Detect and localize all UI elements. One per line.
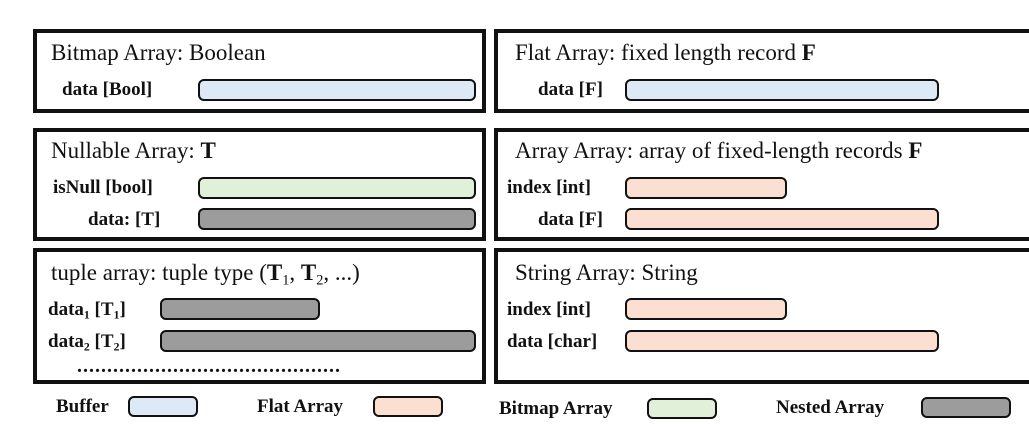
nested-bar <box>198 208 476 230</box>
array-array-title-type: F <box>908 138 923 163</box>
flat-array-bar <box>625 208 939 230</box>
bitmap-data-label: data [Bool] <box>62 79 153 100</box>
tuple-data2-label: data2 [T2] <box>48 331 126 354</box>
arrayarray-data-label: data [F] <box>538 209 603 230</box>
nullable-array-title: Nullable Array: T <box>51 139 216 162</box>
tuple-data1-t: T <box>100 299 114 320</box>
nullable-array-title-text: Nullable Array: <box>51 138 201 163</box>
flat-array-bar <box>625 298 787 320</box>
tuple-data1-close: ] <box>119 299 126 320</box>
legend-nested-label: Nested Array <box>776 397 885 418</box>
array-array-panel: Array Array: array of fixed-length recor… <box>494 128 1029 241</box>
tuple-data2-close: ] <box>119 331 126 352</box>
ellipsis-dots: ........................................… <box>77 355 341 377</box>
tuple-data2-sub: 2 <box>83 340 90 354</box>
tuple-title-t1: T <box>266 260 283 285</box>
tuple-data2-t: T <box>100 331 114 352</box>
string-array-title: String Array: String <box>515 260 698 285</box>
nullable-isnull-label: isNull [bool] <box>53 177 153 198</box>
tuple-data1-tsub: 1 <box>113 308 120 322</box>
nullable-array-panel: Nullable Array: T isNull [bool] data: [T… <box>33 128 486 241</box>
tuple-array-panel: tuple array: tuple type (T1, T2, ...) da… <box>33 248 486 384</box>
tuple-data2-tsub: 2 <box>113 340 120 354</box>
flat-array-title: Flat Array: fixed length record F <box>515 41 816 64</box>
array-array-title: Array Array: array of fixed-length recor… <box>515 139 922 162</box>
tuple-data1-word: data <box>48 299 84 320</box>
nullable-array-title-type: T <box>200 138 216 163</box>
string-index-label: index [int] <box>507 299 591 320</box>
tuple-title-sep: , <box>289 260 301 285</box>
flat-array-bar <box>625 330 939 352</box>
buffer-bar <box>625 79 939 101</box>
legend-bitmap-label: Bitmap Array <box>499 398 613 419</box>
tuple-data1-sub: 1 <box>83 308 90 322</box>
legend-buffer-swatch <box>128 396 198 417</box>
flat-array-panel: Flat Array: fixed length record F data [… <box>494 29 1029 113</box>
bitmap-array-panel: Bitmap Array: Boolean data [Bool] <box>33 29 486 113</box>
tuple-data1-open: [ <box>89 299 101 320</box>
tuple-title-sub1: 1 <box>282 272 290 289</box>
nested-bar <box>160 298 320 320</box>
flat-array-title-text: Flat Array: fixed length record <box>515 40 802 65</box>
tuple-data2-open: [ <box>89 331 101 352</box>
legend-flat-swatch <box>373 396 443 417</box>
tuple-data2-word: data <box>48 331 84 352</box>
array-array-title-text: Array Array: array of fixed-length recor… <box>515 138 909 163</box>
flat-array-bar <box>625 177 787 199</box>
buffer-bar <box>198 79 476 101</box>
tuple-title-sub2: 2 <box>316 272 324 289</box>
tuple-array-title: tuple array: tuple type (T1, T2, ...) <box>51 260 360 287</box>
string-data-label: data [char] <box>507 331 598 352</box>
tuple-title-text: tuple array: tuple type ( <box>51 260 267 285</box>
tuple-title-suffix: , ...) <box>323 260 360 285</box>
flat-data-label: data [F] <box>538 79 603 100</box>
arrayarray-index-label: index [int] <box>507 177 591 198</box>
bitmap-array-title: Bitmap Array: Boolean <box>51 40 266 65</box>
legend-bitmap-swatch <box>647 398 717 419</box>
flat-array-title-type: F <box>801 40 816 65</box>
legend-buffer-label: Buffer <box>56 396 109 417</box>
bitmap-bar <box>198 177 476 199</box>
tuple-title-t2: T <box>300 260 317 285</box>
string-array-panel: String Array: String index [int] data [c… <box>494 248 1029 384</box>
tuple-data1-label: data1 [T1] <box>48 299 126 322</box>
legend-nested-swatch <box>921 397 1011 418</box>
nullable-data-label: data: [T] <box>88 209 161 230</box>
nested-bar <box>160 330 476 352</box>
legend-flat-label: Flat Array <box>257 396 344 417</box>
